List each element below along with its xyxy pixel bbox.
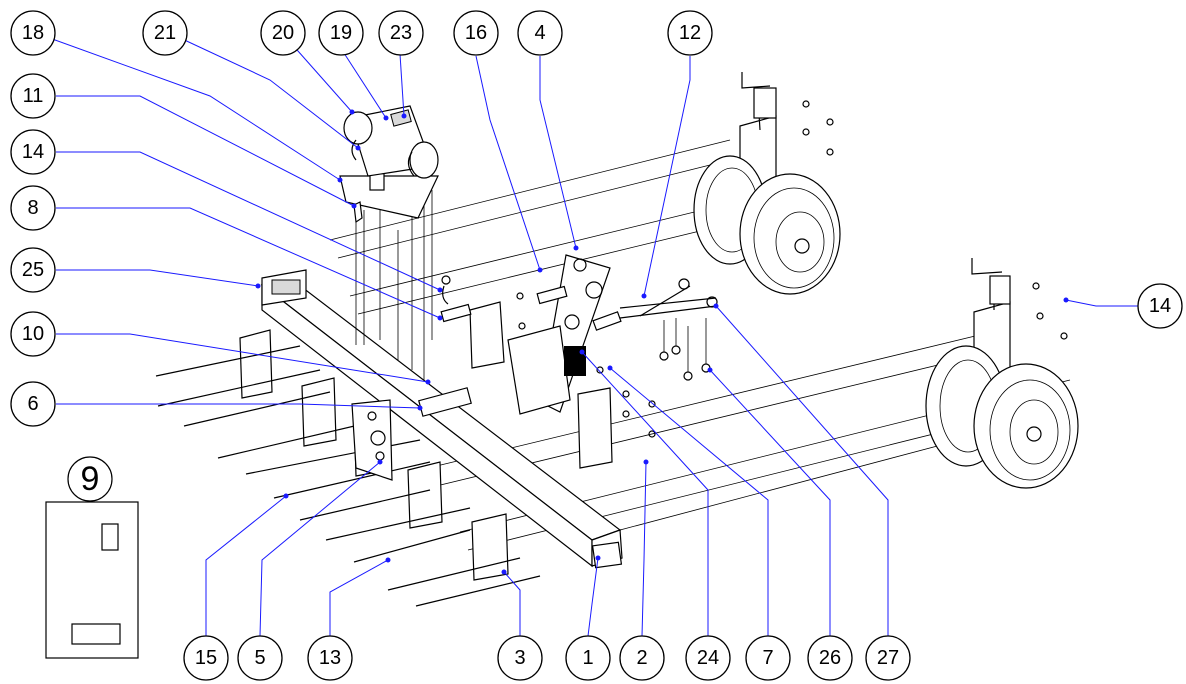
- svg-text:21: 21: [154, 22, 176, 44]
- svg-text:25: 25: [22, 259, 44, 281]
- decal-callout-circle: [67, 456, 113, 502]
- wheel-assembly-bottom: [925, 258, 1079, 489]
- callout-27: 27: [865, 635, 911, 681]
- decal-part-number: 9: [81, 460, 100, 498]
- svg-text:14: 14: [22, 141, 44, 163]
- nuts: [516, 100, 1068, 438]
- svg-text:27: 27: [877, 647, 899, 669]
- svg-text:13: 13: [319, 647, 341, 669]
- svg-text:5: 5: [254, 647, 265, 669]
- leader-lines: [43, 35, 1138, 637]
- svg-text:16: 16: [465, 22, 487, 44]
- callout-20: 20: [260, 10, 306, 56]
- callout-2: 2: [619, 635, 665, 681]
- manual-tube: [343, 105, 439, 179]
- callouts: 18 21 20 19 23 16 4 12 11 14 8 25 10 6 1…: [10, 10, 1183, 681]
- svg-text:19: 19: [330, 22, 352, 44]
- svg-text:10: 10: [22, 323, 44, 345]
- svg-text:26: 26: [819, 647, 841, 669]
- callout-13: 13: [307, 635, 353, 681]
- callout-5: 5: [237, 635, 283, 681]
- callout-16: 16: [453, 10, 499, 56]
- svg-text:24: 24: [697, 647, 719, 669]
- chain-hooks: [659, 318, 711, 381]
- svg-text:7: 7: [762, 647, 773, 669]
- callout-23: 23: [378, 10, 424, 56]
- svg-text:18: 18: [22, 22, 44, 44]
- callout-26: 26: [807, 635, 853, 681]
- callout-8: 8: [10, 185, 56, 231]
- svg-text:15: 15: [195, 647, 217, 669]
- svg-text:12: 12: [679, 22, 701, 44]
- svg-text:23: 23: [390, 22, 412, 44]
- callout-18: 18: [10, 10, 56, 56]
- callout-19: 19: [318, 10, 364, 56]
- callout-11: 11: [10, 73, 56, 119]
- callout-21: 21: [142, 10, 188, 56]
- callout-14-left: 14: [10, 129, 56, 175]
- callout-24: 24: [685, 635, 731, 681]
- callout-14-right: 14: [1137, 283, 1183, 329]
- callout-1: 1: [565, 635, 611, 681]
- svg-text:4: 4: [534, 22, 545, 44]
- svg-text:14: 14: [1149, 295, 1171, 317]
- svg-text:3: 3: [514, 647, 525, 669]
- vertical-bolts: [355, 190, 433, 380]
- callout-7: 7: [745, 635, 791, 681]
- svg-text:8: 8: [27, 197, 38, 219]
- callout-12: 12: [667, 10, 713, 56]
- svg-text:20: 20: [272, 22, 294, 44]
- callout-4: 4: [517, 10, 563, 56]
- assembly-drawing: [155, 72, 1079, 607]
- svg-text:2: 2: [636, 647, 647, 669]
- pins-and-cylinders: [418, 275, 718, 417]
- svg-text:11: 11: [23, 85, 44, 107]
- callout-6: 6: [10, 381, 56, 427]
- svg-text:6: 6: [27, 393, 38, 415]
- svg-text:1: 1: [582, 647, 593, 669]
- callout-15: 15: [183, 635, 229, 681]
- wheel-assembly-top: [693, 72, 841, 295]
- callout-25: 25: [10, 247, 56, 293]
- callout-3: 3: [497, 635, 543, 681]
- callout-10: 10: [10, 311, 56, 357]
- decal-part-9: 9: [45, 456, 139, 659]
